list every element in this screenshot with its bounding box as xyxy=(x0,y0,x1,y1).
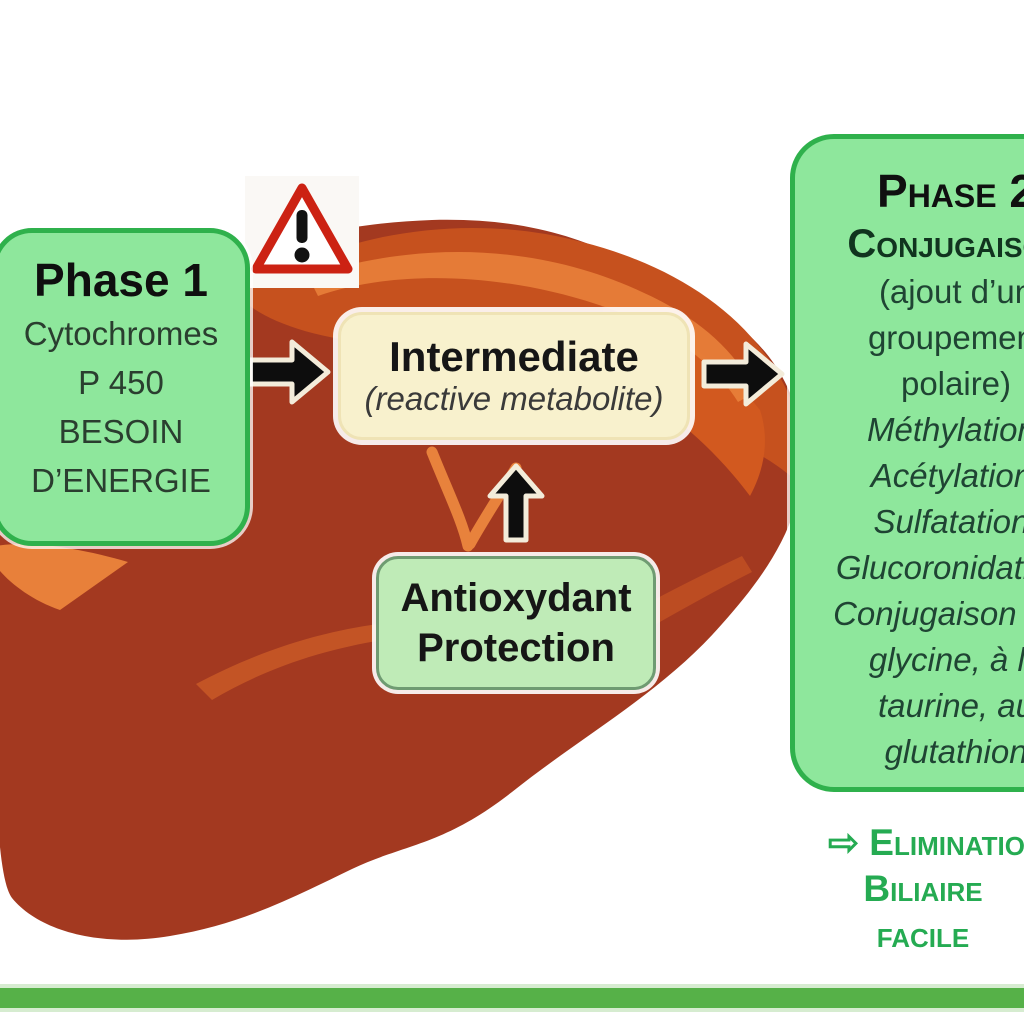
phase1-line: BESOIN xyxy=(58,413,184,450)
elimination-line: ⇨ Elimination xyxy=(816,820,1024,866)
antioxidant-box: Antioxydant Protection xyxy=(376,556,656,690)
phase2-line: Acétylation, xyxy=(870,457,1024,494)
phase2-line: glycine, à la xyxy=(868,641,1024,678)
phase2-line: Glucoronidation, xyxy=(835,549,1024,586)
antioxidant-line: Antioxydant xyxy=(400,576,632,620)
intermediate-subtitle: (reactive metabolite) xyxy=(364,380,664,417)
intermediate-title: Intermediate xyxy=(389,333,639,380)
elimination-word: Elimination xyxy=(869,822,1024,863)
antioxidant-line: Protection xyxy=(417,626,615,670)
phase2-line: polaire) xyxy=(900,365,1012,402)
phase2-line: groupement xyxy=(867,319,1024,356)
liver-left-highlight xyxy=(0,544,128,610)
phase2-line: Conjugaison à la xyxy=(833,595,1024,632)
liver-mid-streak xyxy=(196,624,382,700)
bar-light-edge xyxy=(0,984,1024,988)
phase1-line: P 450 xyxy=(78,364,164,401)
phase2-subtitle: Conjugaison xyxy=(847,222,1024,266)
warning-triangle-icon xyxy=(251,183,353,274)
elimination-line: Biliaire xyxy=(863,868,983,909)
warning-sign xyxy=(245,176,359,288)
intermediate-box: Intermediate (reactive metabolite) xyxy=(338,312,690,440)
bar-main-stripe xyxy=(0,988,1024,1008)
phase1-line: D’ENERGIE xyxy=(31,462,211,499)
phase1-box: Phase 1 Cytochromes P 450 BESOIN D’ENERG… xyxy=(0,228,250,546)
bar-light-edge xyxy=(0,1008,1024,1012)
phase2-line: taurine, au xyxy=(878,687,1024,724)
phase1-title: Phase 1 xyxy=(34,254,208,306)
bottom-divider-bar xyxy=(0,984,1024,1012)
phase1-line: Cytochromes xyxy=(23,315,219,352)
elimination-line: facile xyxy=(876,914,970,955)
phase2-line: Sulfatation, xyxy=(873,503,1024,540)
phase2-line: Méthylation, xyxy=(867,411,1024,448)
phase2-line: (ajout d’un xyxy=(878,273,1024,310)
phase2-title: Phase 2 xyxy=(877,165,1024,217)
elimination-note: ⇨ Elimination Biliaire facile xyxy=(816,820,1024,958)
phase2-box: Phase 2 Conjugaison (ajout d’un groupeme… xyxy=(790,134,1024,792)
phase2-line: glutathion xyxy=(884,733,1024,770)
right-arrow-icon xyxy=(247,339,331,405)
right-arrow-glyph: ⇨ xyxy=(828,822,860,863)
up-arrow-icon xyxy=(487,463,545,543)
right-arrow-icon xyxy=(701,341,785,407)
